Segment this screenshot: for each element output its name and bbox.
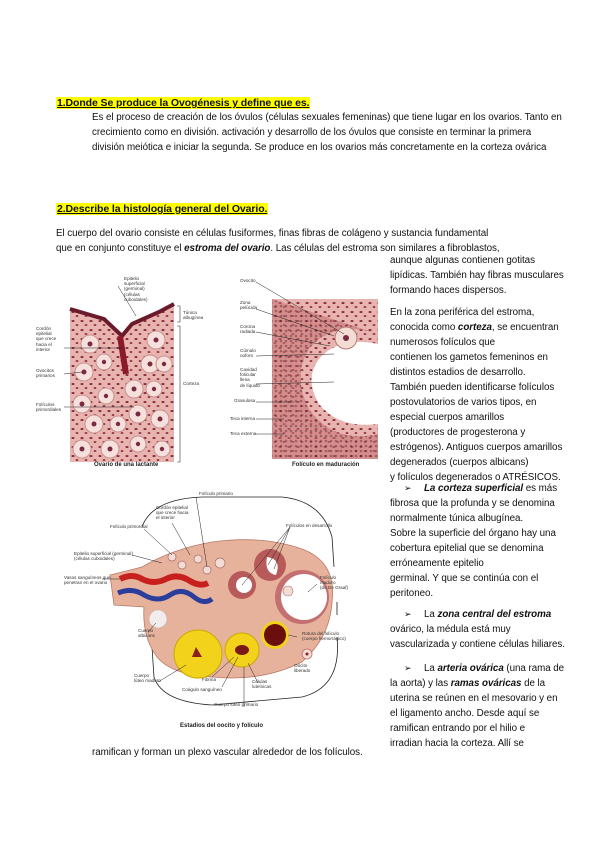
figure-ovarian-cycle: Folículo primario Cordón epitelial que c… <box>62 487 378 739</box>
section2-intro: El cuerpo del ovario consiste en células… <box>56 226 500 256</box>
label-cordon-epitelial: Cordón epitelial que crece hacia el inte… <box>156 505 189 521</box>
ovarian-cycle-illustration <box>102 496 338 707</box>
label-ovocitos: Ovocitos primarios <box>36 368 55 379</box>
label-corteza: Corteza <box>183 381 200 386</box>
caption-foliculo-maduracion: Folículo en maduración <box>292 462 360 468</box>
label-vasos-sanguineos: Vasos sanguíneos que penetran en el ovar… <box>64 575 111 586</box>
section1-line-2: crecimiento como en división. activación… <box>92 127 532 138</box>
label-celulas-luteinicas: Células luteínicas <box>252 679 272 690</box>
label-cuerpo-luteo-primario: Cuerpo lúteo primario <box>214 702 259 707</box>
label-cavidad: Cavidad folicular llena de líquido <box>240 367 260 388</box>
bullet-corteza-superficial: ➢La corteza superficial es más fibrosa q… <box>390 483 558 599</box>
label-teca-externa: Teca externa <box>230 431 257 436</box>
corteza-term: corteza <box>457 322 492 333</box>
section1-line-1: Es el proceso de creación de los óvulos … <box>92 112 562 123</box>
label-granulosa: Granulosa <box>234 398 256 403</box>
arrow-bullet-icon: ➢ <box>404 609 412 619</box>
label-zona: Zona pelúcida <box>240 300 258 311</box>
label-tunica: Túnica albugínea <box>183 310 204 321</box>
bullet-arteria-ovarica: ➢La arteria ovárica (una rama de la aort… <box>390 663 565 749</box>
section2-heading: 2.Describe la histología general del Ova… <box>56 203 269 215</box>
label-cordon: Cordón epitelial que crece hacia el inte… <box>36 326 57 352</box>
label-foliculo-primario: Folículo primario <box>199 491 233 496</box>
intro-line-1: El cuerpo del ovario consiste en células… <box>56 228 489 239</box>
label-epitelio-superficial: Epitelio superficial (germinal) (células… <box>74 551 133 562</box>
label-oocito-liberado: Oocito liberado <box>294 663 311 674</box>
label-foliculo-primordial: Folículo primordial <box>110 524 148 529</box>
caption-estadios: Estadios del oocito y folículo <box>180 723 264 729</box>
arrow-bullet-icon: ➢ <box>404 663 412 673</box>
estroma-term: estroma del ovario <box>184 243 271 254</box>
label-fibrina: Fibrina <box>202 677 217 682</box>
arrow-bullet-icon: ➢ <box>404 483 412 493</box>
intro-line-2: que en conjunto constituye el estroma de… <box>56 243 500 254</box>
label-foliculo-maduro: Folículo maduro (de De Graaf) <box>320 575 349 591</box>
right-column-para-2: En la zona periférica del estroma, conoc… <box>390 307 563 483</box>
label-teca-interna: Teca interna <box>230 416 256 421</box>
histology-illustration <box>63 281 378 463</box>
section1-heading: 1.Donde Se produce la Ovogénesis y defin… <box>56 97 311 109</box>
label-cuerpo-albicans: Cuerpo albicans <box>138 628 155 639</box>
label-epitelio: Epitelio superficial (germinal) (células… <box>124 276 148 302</box>
label-corona: Corona radiada <box>240 324 256 335</box>
final-line: ramifican y forman un plexo vascular alr… <box>92 747 363 758</box>
section1-body: Es el proceso de creación de los óvulos … <box>92 110 562 155</box>
right-column-para-1: aunque algunas contienen gotitas lipídic… <box>390 255 564 296</box>
figure-histology-ovary: Epitelio superficial (germinal) (células… <box>34 264 378 474</box>
section1-line-3: división meiótica e iniciar la segunda. … <box>92 142 547 153</box>
label-coagulo: Coágulo sanguíneo <box>182 687 222 692</box>
label-cuerpo-luteo-maduro: Cuerpo lúteo maduro <box>134 673 161 684</box>
bullet-zona-central: ➢La zona central del estroma ovárico, la… <box>390 609 565 650</box>
label-foliculos: Folículos primordiales <box>36 402 62 413</box>
caption-ovario-lactante: Ovario de una lactante <box>94 462 159 468</box>
label-foliculos-desarrollo: Folículos en desarrollo <box>286 523 333 528</box>
label-ovocito: Ovocito <box>240 278 256 283</box>
label-cumulo: Cúmulo ooforo <box>240 348 256 359</box>
label-rotura-foliculo: Rotura del folículo (cuerpo hemorrágico) <box>302 631 346 642</box>
